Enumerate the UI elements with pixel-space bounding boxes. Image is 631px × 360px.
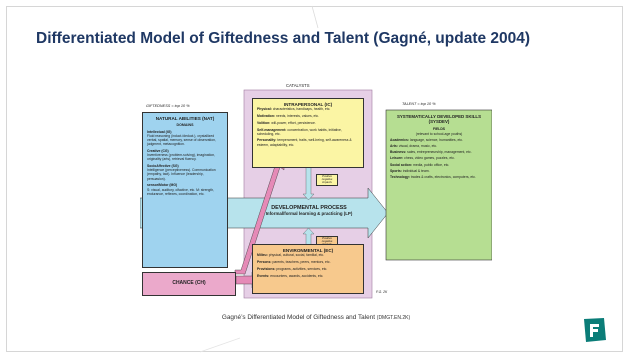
environmental-title: ENVIRONMENTAL (EC) bbox=[282, 248, 334, 253]
environmental-item: Persons: parents, teachers, peers, mento… bbox=[257, 260, 331, 265]
process-title: DEVELOPMENTAL PROCESS bbox=[271, 205, 347, 211]
domains-label: DOMAINS bbox=[176, 123, 194, 128]
developmental-process: DEVELOPMENTAL PROCESS Informal/formal le… bbox=[250, 205, 368, 217]
field-item: Business: sales, entrepreneurship, manag… bbox=[390, 150, 472, 155]
intrapersonal-down-arrow bbox=[302, 165, 315, 201]
natural-abilities-box: NATURAL ABILITIES (NAT) DOMAINS Intellec… bbox=[142, 112, 228, 268]
author-signature: F.G. 2K bbox=[376, 290, 388, 294]
skills-box: SYSTEMATICALLY DEVELOPED SKILLS (SYSDEV)… bbox=[390, 114, 488, 181]
fields-sub: (relevant to school-age youths) bbox=[415, 131, 463, 136]
field-item: Arts: visual, drama, music, etc. bbox=[390, 144, 438, 149]
field-item: Social action: media, public office, etc… bbox=[390, 162, 450, 167]
intrapersonal-title: INTRAPERSONAL (IC) bbox=[283, 102, 333, 107]
domain-item: sensoriMotor (MG)S: visual, auditory, ol… bbox=[147, 183, 215, 196]
intrapersonal-item: Physical: characteristics, handicaps, he… bbox=[257, 107, 331, 112]
field-item: Sports: individual & team. bbox=[390, 168, 430, 173]
chance-box: CHANCE (CH) bbox=[142, 272, 236, 296]
figure-caption: Gagné’s Differentiated Model of Giftedne… bbox=[86, 314, 546, 321]
intrapersonal-item: Volition: will-power, effort, persistenc… bbox=[257, 120, 316, 125]
giftedness-label: GIFTEDNESS = top 10 % bbox=[146, 104, 190, 108]
slide-title: Differentiated Model of Giftedness and T… bbox=[36, 30, 531, 47]
domain-item: SocioAffective (SG)Intelligence (percept… bbox=[147, 164, 216, 181]
caption-code: (DMGT.EN.2K) bbox=[376, 315, 411, 321]
app-logo-icon bbox=[584, 318, 606, 342]
domain-item: Creative (CG)Inventiveness (problem-solv… bbox=[147, 148, 216, 162]
process-subtitle: Informal/formal learning & practicing (L… bbox=[265, 211, 353, 217]
environmental-box: ENVIRONMENTAL (EC) Milieu: physical, cul… bbox=[252, 244, 364, 294]
fields-label: FIELDS bbox=[432, 127, 446, 132]
field-item: Technology: trades & crafts, electronics… bbox=[390, 175, 476, 180]
natural-abilities-title: NATURAL ABILITIES (NAT) bbox=[155, 116, 215, 121]
intrapersonal-item: Self-management: concentration, work hab… bbox=[257, 127, 342, 136]
skills-frame bbox=[385, 109, 492, 261]
intrapersonal-box: INTRAPERSONAL (IC) Physical: characteris… bbox=[252, 98, 364, 168]
talent-label: TALENT = top 10 % bbox=[402, 102, 436, 106]
environmental-item: Provisions: programs, activities, servic… bbox=[257, 266, 328, 271]
chance-title: CHANCE (CH) bbox=[172, 280, 206, 287]
intrapersonal-item: Personality: temperament, traits, well-b… bbox=[257, 138, 352, 147]
intrapersonal-item: Motivation: needs, interests, values, et… bbox=[257, 114, 320, 119]
environmental-item: Events: encounters, awards, accidents, e… bbox=[257, 273, 324, 278]
caption-main: Gagné’s Differentiated Model of Giftedne… bbox=[221, 314, 375, 321]
field-item: Academics: language, science, humanities… bbox=[390, 137, 463, 142]
domain-item: Intellectual (IG)Fluid reasoning (induct… bbox=[147, 129, 216, 147]
dmgt-diagram: CATALYSTS GIFTEDNESS = top 10 % TALENT =… bbox=[140, 82, 492, 308]
slide-frame bbox=[6, 6, 623, 352]
environmental-item: Milieu: physical, cultural, social, fami… bbox=[257, 253, 325, 258]
positive-negative-top: Positive negative impacts bbox=[316, 174, 338, 186]
field-item: Leisure: chess, video games, puzzles, et… bbox=[390, 156, 455, 161]
skills-title: SYSTEMATICALLY DEVELOPED SKILLS (SYSDEV) bbox=[396, 114, 482, 125]
catalysts-label: CATALYSTS bbox=[286, 83, 310, 88]
